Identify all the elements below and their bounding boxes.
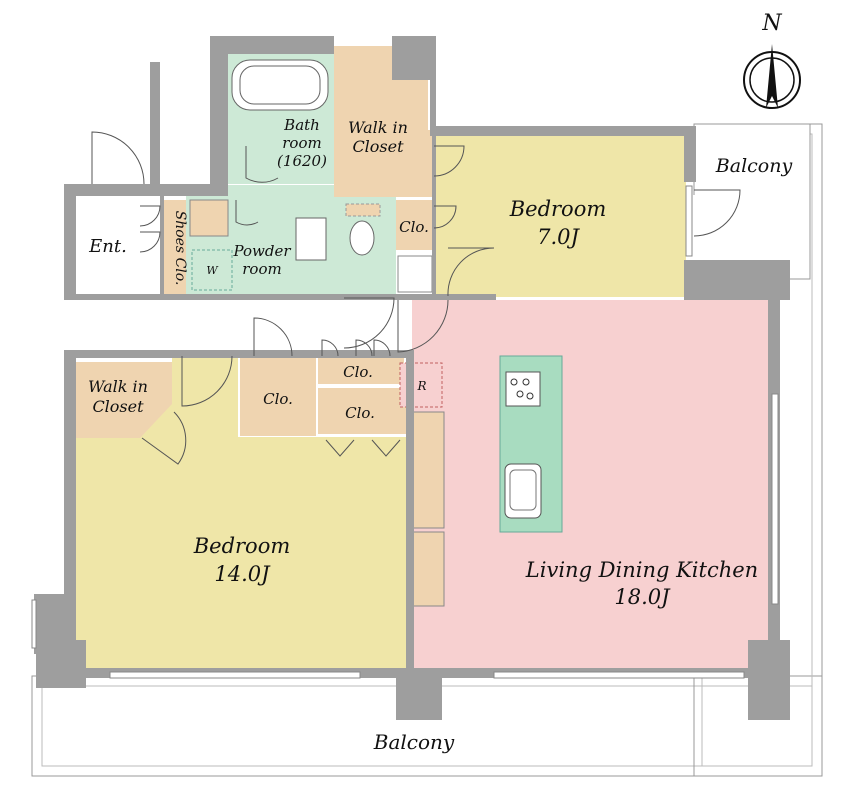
closet-b-label: Clo. <box>343 363 373 381</box>
wic-top-label-1: Walk in <box>348 118 408 137</box>
room-labels: Bath room (1620) Walk in Closet Balcony … <box>88 116 792 754</box>
ldk-size: 18.0J <box>614 585 671 609</box>
closet-c-label: Clo. <box>345 404 375 422</box>
bedroom-large-size: 14.0J <box>214 562 271 586</box>
walk-in-closet-top <box>334 46 432 197</box>
bath-label-3: (1620) <box>277 152 327 170</box>
shoes-closet <box>164 200 186 297</box>
bedroom-large-name: Bedroom <box>193 534 291 558</box>
entrance-label: Ent. <box>88 236 127 257</box>
balcony-right-label: Balcony <box>715 155 793 177</box>
bedroom-large-area <box>76 356 408 670</box>
balcony-bottom-label: Balcony <box>373 730 455 754</box>
kitchen-island <box>499 355 563 533</box>
bath-label-1: Bath <box>283 116 320 134</box>
compass-letter: N <box>761 11 782 36</box>
closet-a-label: Clo. <box>263 390 293 408</box>
windows <box>31 185 779 679</box>
washer-label: W <box>206 264 219 277</box>
bedroom-small-name: Bedroom <box>509 197 607 221</box>
shoes-closet-label: Shoes Clo. <box>172 211 188 286</box>
north-arrow-icon <box>766 44 778 108</box>
bedroom-small-area <box>434 136 686 297</box>
wic-left-label-2: Closet <box>92 397 144 416</box>
small-closet-label: Clo. <box>399 218 429 236</box>
ldk-name: Living Dining Kitchen <box>525 558 758 582</box>
walk-in-closet-left <box>76 362 172 438</box>
wic-top-label-2: Closet <box>352 137 404 156</box>
fixtures <box>189 59 433 293</box>
walls <box>34 36 790 720</box>
compass: N <box>743 11 801 109</box>
bath-label-2: room <box>282 134 321 152</box>
wic-left-label-1: Walk in <box>88 377 148 396</box>
fridge-label: R <box>416 379 426 393</box>
powder-label-1: Powder <box>232 242 291 260</box>
bedroom-small-size: 7.0J <box>537 225 580 249</box>
small-closet <box>396 200 432 250</box>
powder-label-2: room <box>242 260 281 278</box>
door-swings <box>91 131 741 465</box>
ldk-area <box>412 300 770 670</box>
